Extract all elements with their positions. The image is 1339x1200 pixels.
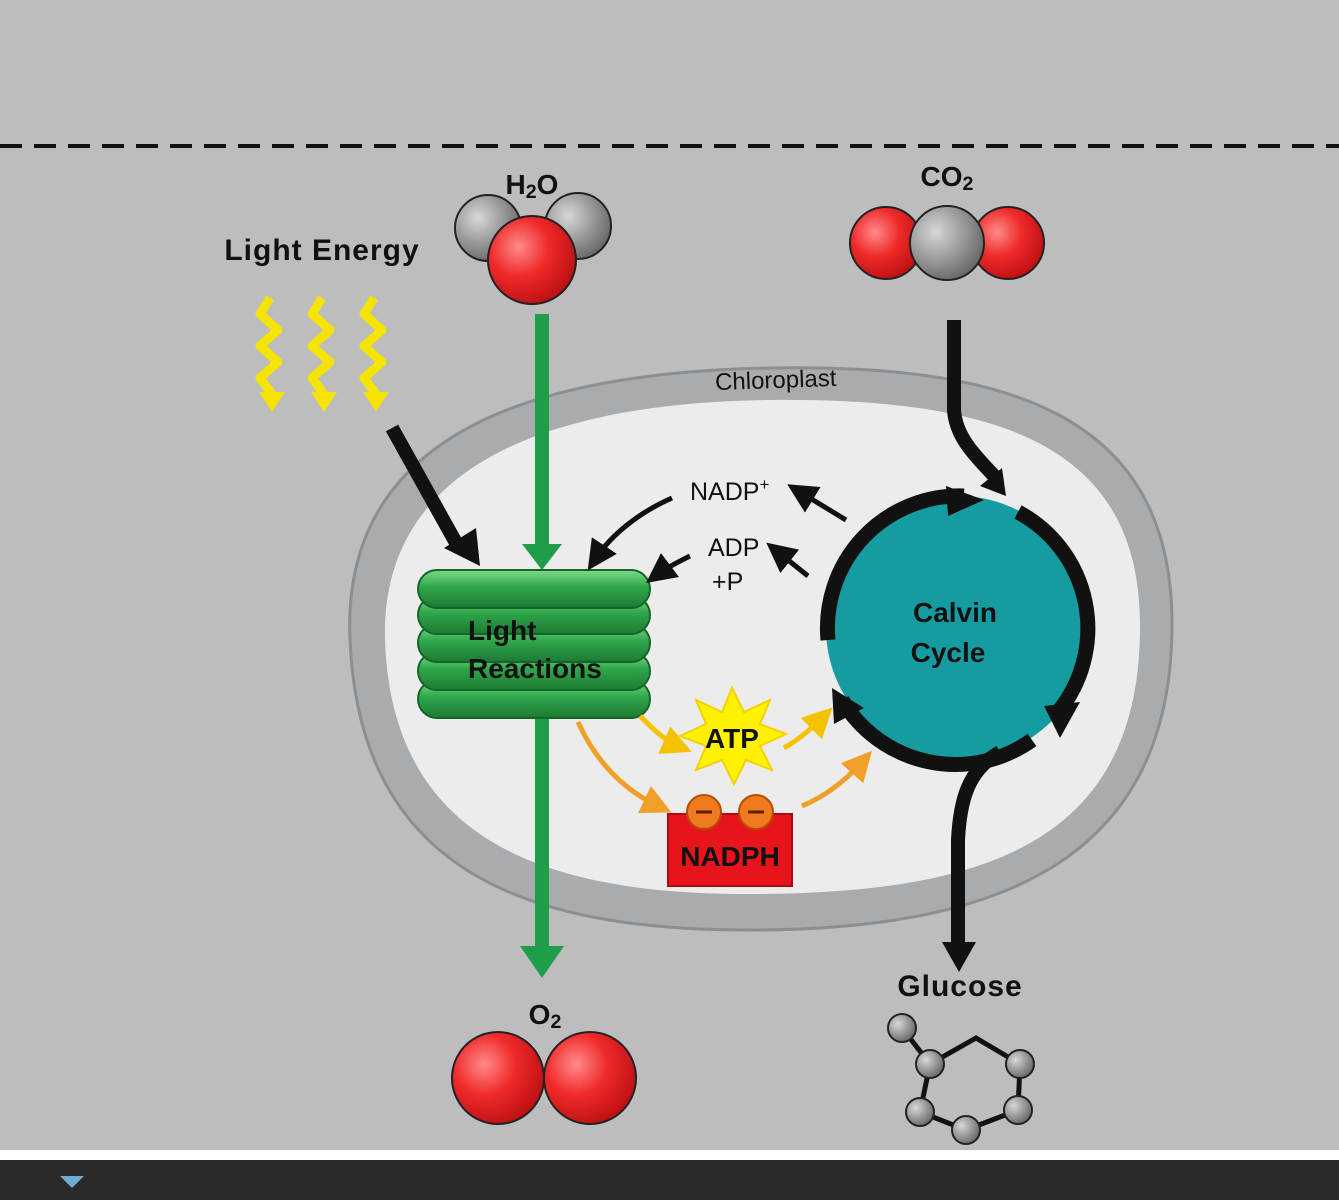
carbon-atom	[887, 1013, 917, 1043]
thylakoid-disc	[417, 569, 651, 609]
carbon-atom	[905, 1097, 935, 1127]
bottom-toolbar	[0, 1160, 1339, 1200]
adp-return-arrow	[766, 542, 810, 578]
carbon-atom	[915, 1049, 945, 1079]
glucose-molecule	[887, 1013, 1035, 1145]
bottom-divider	[0, 1150, 1339, 1160]
glucose-output-arrowhead	[942, 942, 976, 972]
nadp-plus-label: NADP+	[690, 475, 769, 506]
nadph-molecule: NADPH	[667, 794, 793, 887]
carbon-atom	[951, 1115, 981, 1145]
oxygen-release-arrow	[535, 714, 549, 954]
adp-to-light-reactions-arrow	[645, 553, 692, 583]
glucose-output-arrow	[951, 745, 1004, 948]
nadph-formation-arrow	[575, 720, 672, 814]
atp-formation-arrow	[638, 714, 692, 754]
o2-label: O2	[529, 999, 562, 1033]
adp-phosphate-label: +P	[712, 568, 743, 596]
adp-label: ADP	[708, 534, 759, 562]
light-reactions-label-line2: Reactions	[468, 653, 602, 684]
carbon-atom	[1005, 1049, 1035, 1079]
oxygen-molecule	[451, 1031, 637, 1125]
water-flow-arrow	[535, 314, 549, 556]
calvin-cycle-arc	[819, 488, 965, 641]
light-input-arrow	[385, 424, 467, 554]
co2-molecule	[849, 205, 1045, 281]
atp-molecule: ATP	[677, 685, 789, 787]
dropdown-triangle-icon[interactable]	[60, 1176, 84, 1188]
calvin-cycle-arrowhead	[946, 486, 984, 516]
light-ray-wave	[359, 295, 387, 397]
nadp-to-light-reactions-arrow	[587, 495, 674, 571]
calvin-cycle-label-line2: Cycle	[911, 637, 986, 668]
atp-label: ATP	[705, 723, 759, 754]
light-ray-arrowhead	[259, 392, 285, 412]
oxygen-atom	[451, 1031, 545, 1125]
light-ray-wave	[255, 295, 283, 397]
oxygen-atom	[487, 215, 577, 305]
light-energy-label: Light Energy	[224, 234, 419, 267]
calvin-cycle-label-line1: Calvin	[913, 597, 997, 628]
chloroplast-label: Chloroplast	[715, 365, 838, 396]
calvin-cycle-disc	[826, 496, 1090, 760]
calvin-cycle-arc	[1014, 505, 1096, 717]
atp-to-calvin-arrow	[782, 707, 833, 751]
light-ray-arrowhead	[363, 392, 389, 412]
atp-star-burst	[677, 685, 789, 787]
light-reactions-label-line1: Light	[468, 615, 536, 646]
co2-input-arrowhead	[980, 468, 1006, 496]
light-rays	[255, 295, 387, 397]
co2-input-arrow	[947, 320, 1002, 483]
calvin-cycle	[819, 486, 1096, 772]
light-ray-arrowhead	[311, 392, 337, 412]
water-molecule	[454, 192, 612, 305]
glucose-label: Glucose	[897, 970, 1022, 1003]
calvin-cycle-arc	[835, 696, 1037, 772]
co2-label: CO2	[921, 161, 974, 195]
nadph-label: NADPH	[680, 841, 780, 872]
carbon-atom	[1003, 1095, 1033, 1125]
calvin-cycle-arrowhead	[1044, 702, 1080, 738]
oxygen-atom	[543, 1031, 637, 1125]
light-input-arrowhead	[444, 528, 480, 566]
nadp-return-arrow	[787, 484, 848, 523]
water-flow-arrowhead	[522, 544, 562, 570]
h2o-label: H2O	[506, 169, 559, 203]
calvin-cycle-arrowhead	[832, 688, 864, 724]
thylakoid-stack	[417, 569, 651, 719]
carbon-atom	[909, 205, 985, 281]
light-ray-wave	[307, 295, 335, 397]
oxygen-release-arrowhead	[520, 946, 564, 978]
nadph-box	[667, 813, 793, 887]
nadph-to-calvin-arrow	[801, 750, 872, 809]
